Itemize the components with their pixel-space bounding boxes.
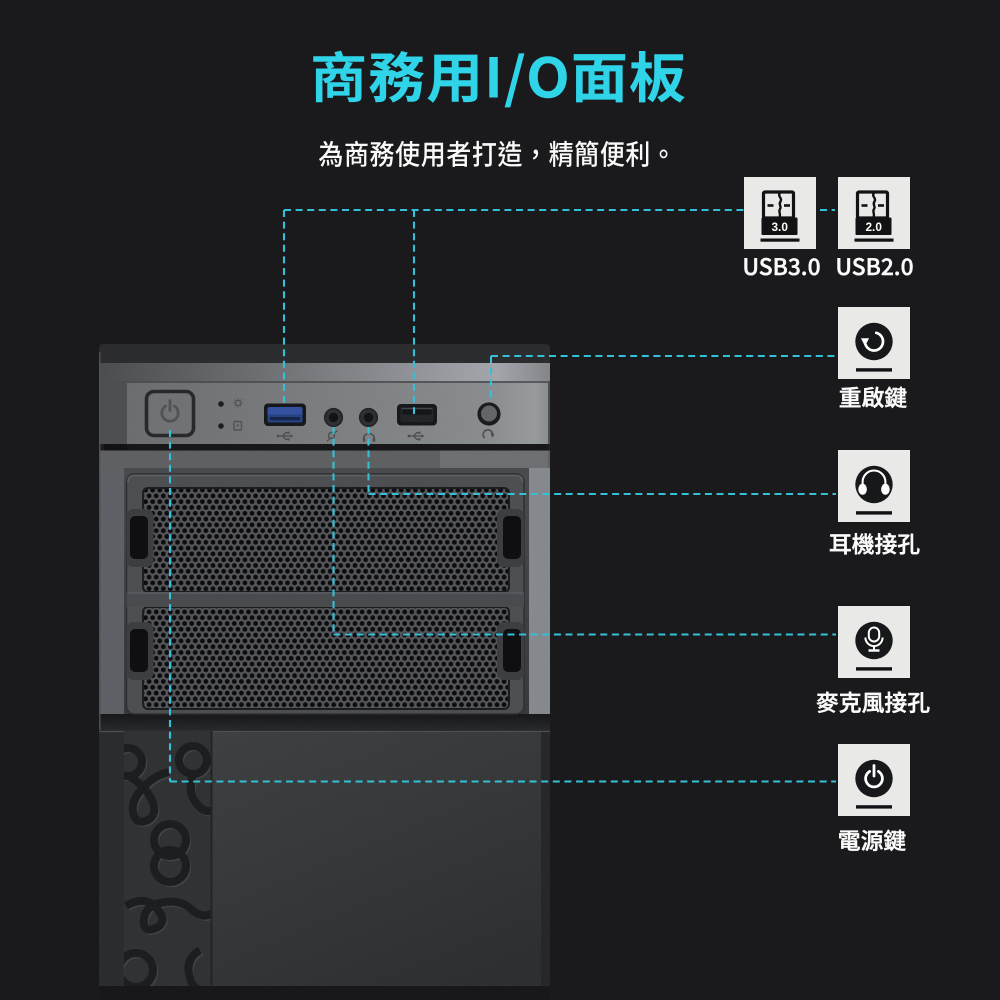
svg-text:商務用I/O面板: 商務用I/O面板 (310, 35, 687, 114)
svg-text:重啟鍵: 重啟鍵 (839, 380, 908, 413)
svg-text:USB2.0: USB2.0 (835, 249, 913, 282)
svg-text:為商務使用者打造，精簡便利。: 為商務使用者打造，精簡便利。 (318, 132, 676, 173)
svg-text:2.0: 2.0 (865, 218, 882, 235)
svg-text:USB3.0: USB3.0 (742, 249, 820, 282)
svg-text:耳機接孔: 耳機接孔 (829, 527, 920, 560)
svg-text:電源鍵: 電源鍵 (838, 823, 907, 856)
svg-text:3.0: 3.0 (771, 218, 788, 235)
svg-text:麥克風接孔: 麥克風接孔 (816, 685, 930, 718)
